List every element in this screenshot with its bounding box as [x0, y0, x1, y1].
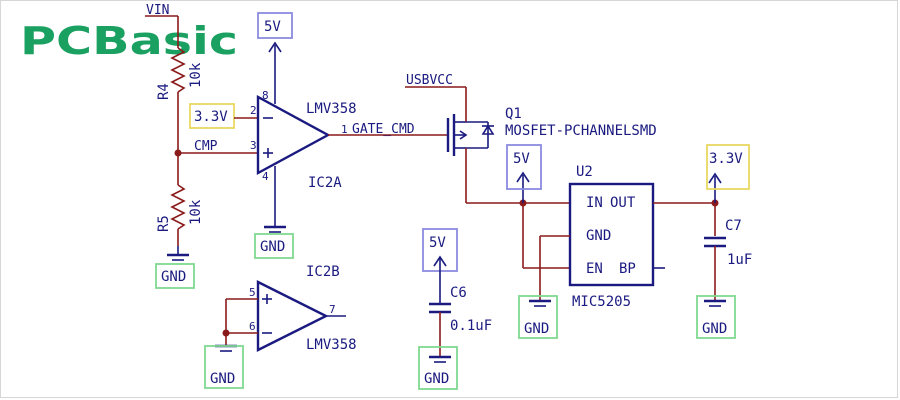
svg-text:7: 7 [329, 303, 336, 316]
gnd-symbol-ic2b: GND [204, 344, 244, 389]
power-3v3-out: 3.3V [706, 144, 750, 190]
pcbasic-logo: PCBasic [20, 19, 238, 63]
junction-ic2b [222, 329, 230, 337]
svg-text:3: 3 [250, 139, 257, 152]
q1-ref: Q1 [505, 106, 522, 122]
svg-text:8: 8 [262, 89, 269, 102]
capacitor-c6: C6 0.1uF [429, 285, 492, 334]
svg-text:BP: BP [619, 261, 636, 277]
opamp-ic2b: 5 6 7 IC2B LMV358 [249, 264, 357, 353]
r4-value: 10k [188, 62, 204, 88]
svg-text:5V: 5V [264, 19, 281, 35]
mosfet-q1: Q1 MOSFET-PCHANNELSMD [446, 96, 657, 156]
resistor-r4: R4 10k [156, 47, 204, 100]
svg-text:4: 4 [262, 170, 269, 183]
capacitor-c7: C7 1uF [704, 218, 752, 268]
svg-text:GND: GND [524, 321, 549, 337]
ic2a-ref: IC2A [308, 175, 342, 191]
vin-label: VIN [146, 3, 169, 18]
q1-value: MOSFET-PCHANNELSMD [505, 123, 657, 139]
resistor-r5: R5 10k [156, 184, 204, 232]
svg-text:GND: GND [161, 269, 186, 285]
svg-text:5: 5 [249, 286, 256, 299]
r4-ref: R4 [156, 83, 172, 100]
svg-text:GND: GND [424, 371, 449, 387]
u2-value: MIC5205 [572, 294, 631, 310]
svg-text:GND: GND [586, 228, 611, 244]
vin-net: VIN [145, 3, 179, 48]
svg-text:IN: IN [586, 195, 603, 211]
svg-text:6: 6 [249, 320, 256, 333]
svg-text:GND: GND [260, 239, 285, 255]
svg-text:2: 2 [250, 104, 257, 117]
gate-cmd-label: GATE_CMD [352, 122, 415, 137]
cmp-label: CMP [194, 139, 218, 154]
gnd-symbol-r5: GND [155, 246, 195, 289]
ic2b-ref: IC2B [306, 264, 340, 280]
c6-ref: C6 [450, 285, 467, 301]
ic2b-value: LMV358 [306, 337, 357, 353]
svg-text:GND: GND [702, 321, 727, 337]
usbvcc-net: USBVCC [405, 73, 467, 96]
usbvcc-label: USBVCC [406, 73, 453, 88]
c6-value: 0.1uF [450, 318, 492, 334]
svg-text:EN: EN [586, 261, 603, 277]
r5-value: 10k [188, 199, 204, 225]
u2-ref: U2 [576, 164, 593, 180]
gnd-symbol-u2: GND [518, 295, 558, 339]
r5-ref: R5 [156, 215, 172, 232]
power-5v-top: 5V [257, 12, 293, 53]
svg-text:OUT: OUT [610, 195, 636, 211]
power-5v-u2: 5V [506, 144, 542, 190]
ic2a-value: LMV358 [306, 101, 357, 117]
svg-text:5V: 5V [513, 151, 530, 167]
gnd-symbol-ic2a: GND [254, 225, 294, 259]
svg-text:1: 1 [341, 123, 348, 136]
svg-text:5V: 5V [429, 235, 446, 251]
c7-ref: C7 [725, 218, 742, 234]
svg-text:GND: GND [210, 371, 235, 387]
power-3v3-opamp: 3.3V [189, 103, 235, 129]
svg-text:3.3V: 3.3V [194, 109, 228, 125]
opamp-ic2a: 2 3 1 8 4 LMV358 IC2A [250, 89, 357, 191]
regulator-u2: U2 IN OUT GND EN BP MIC5205 [568, 164, 655, 310]
gnd-symbol-c6: GND [418, 346, 458, 390]
svg-text:3.3V: 3.3V [709, 151, 743, 167]
c7-value: 1uF [727, 252, 752, 268]
gnd-symbol-c7: GND [696, 295, 736, 339]
